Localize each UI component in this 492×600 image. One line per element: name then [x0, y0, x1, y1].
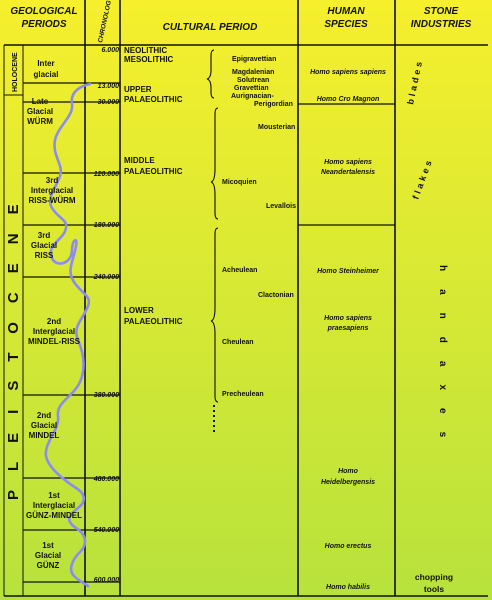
geo-period-6-line-2: Glacial — [31, 421, 57, 430]
cultural-period-label: PALAEOLITHIC — [124, 95, 183, 104]
species-label: Homo sapiens sapiens — [310, 69, 386, 76]
chronology-value: 480.000 — [93, 476, 119, 483]
geo-period-2-line-1: Late — [32, 97, 49, 106]
epoch-holocene: HOLOCENE — [12, 52, 19, 92]
chronology-value: 240.000 — [93, 274, 119, 281]
stone-industry-tools: tools — [424, 584, 445, 594]
header-cultural: CULTURAL PERIOD — [163, 22, 258, 33]
chronology-values: 6.000 13.000 30.000 120.000 180.000 240.… — [93, 47, 119, 584]
industry-label: Acheulean — [222, 267, 257, 274]
chronology-value: 6.000 — [101, 47, 119, 54]
geo-period-5-line-2: Interglacial — [33, 327, 75, 336]
cultural-period-label: NEOLITHIC — [124, 46, 167, 55]
stone-industry-blades: blades — [405, 58, 424, 106]
brace-upper — [206, 49, 215, 99]
geo-period-6-line-1: 2nd — [37, 411, 51, 420]
cultural-periods: NEOLITHIC MESOLITHIC UPPER PALAEOLITHIC … — [124, 46, 183, 326]
geo-period-3-line-3: RISS-WÜRM — [28, 196, 75, 205]
geo-period-4-line-3: RISS — [35, 251, 54, 260]
header-human-1: HUMAN — [327, 6, 365, 17]
species-label: Homo habilis — [326, 584, 370, 591]
brace-lower — [210, 227, 219, 403]
column-rules — [3, 0, 488, 597]
geo-period-2-line-3: WÜRM — [27, 117, 53, 126]
header-stone-2: INDUSTRIES — [411, 19, 472, 30]
header-geological-1: GEOLOGICAL — [10, 6, 77, 17]
industry-label: Epigravettian — [232, 56, 276, 63]
lithic-industries: Epigravettian Magdalenian Solutrean Grav… — [222, 56, 296, 398]
header-stone-1: STONE — [424, 6, 459, 17]
header-human-2: SPECIES — [324, 19, 368, 30]
chronology-value: 30.000 — [98, 99, 120, 106]
geo-period-1-line-2: glacial — [34, 70, 59, 79]
human-species: Homo sapiens sapiens Homo Cro Magnon Hom… — [310, 69, 386, 591]
cultural-period-label: MESOLITHIC — [124, 55, 174, 64]
geological-periods: Inter glacial Late Glacial WÜRM 3rd Inte… — [26, 59, 82, 570]
geo-period-7-line-1: 1st — [48, 491, 60, 500]
geo-period-7-line-3: GÜNZ-MINDEL — [26, 511, 82, 520]
industry-label: Perigordian — [254, 101, 293, 108]
geo-period-8-line-2: Glacial — [35, 551, 61, 560]
epoch-pleistocene: PLEISTOCENE — [5, 185, 22, 500]
climate-curve — [44, 82, 92, 588]
industry-label: Aurignacian- — [231, 93, 274, 100]
species-label: Homo sapiens — [324, 159, 372, 166]
cultural-period-label: LOWER — [124, 306, 154, 315]
industry-label: Micoquien — [222, 179, 257, 186]
industry-label: Cheulean — [222, 339, 254, 346]
stone-industry-chopping: chopping — [415, 572, 453, 582]
industry-label: Solutrean — [237, 77, 269, 84]
chronology-value: 540.000 — [94, 527, 119, 534]
industry-label: Precheulean — [222, 391, 264, 398]
brace-middle — [210, 107, 219, 220]
species-label: Homo — [338, 468, 359, 475]
chronology-value: 120.000 — [94, 171, 119, 178]
geo-period-1-line-1: Inter — [37, 59, 54, 68]
geo-period-4-line-2: Glacial — [31, 241, 57, 250]
geo-period-3-line-2: Interglacial — [31, 186, 73, 195]
species-label: Homo Steinheimer — [317, 268, 380, 275]
header-geological-2: PERIODS — [21, 19, 66, 30]
cultural-period-label: MIDDLE — [124, 156, 155, 165]
industry-label: Clactonian — [258, 292, 294, 299]
cultural-period-label: PALAEOLITHIC — [124, 167, 183, 176]
geo-period-4-line-1: 3rd — [38, 231, 51, 240]
header-chronology: CHRONOLOGY — [97, 0, 114, 43]
industry-label: Levallois — [266, 203, 296, 210]
geo-period-3-line-1: 3rd — [46, 176, 59, 185]
geo-period-8-line-1: 1st — [42, 541, 54, 550]
header-row: GEOLOGICAL PERIODS CHRONOLOGY CULTURAL P… — [10, 0, 471, 43]
chronology-value: 380.000 — [94, 392, 119, 399]
stone-industries: blades flakes handaxes chopping tools — [405, 58, 453, 594]
geo-period-2-line-2: Glacial — [27, 107, 53, 116]
industry-label: Mousterian — [258, 124, 295, 131]
chronology-value: 600.000 — [94, 577, 119, 584]
species-label: praesapiens — [327, 325, 369, 332]
cultural-period-label: UPPER — [124, 85, 152, 94]
species-label: Neandertalensis — [321, 169, 375, 176]
geo-period-5-line-3: MINDEL-RISS — [28, 337, 81, 346]
geo-period-8-line-3: GÜNZ — [37, 561, 60, 570]
species-label: Heidelbergensis — [321, 479, 375, 486]
cultural-period-label: PALAEOLITHIC — [124, 317, 183, 326]
stone-industry-flakes: flakes — [410, 156, 434, 200]
chronology-value: 13.000 — [98, 83, 120, 90]
industry-label: Magdalenian — [232, 69, 274, 76]
species-label: Homo sapiens — [324, 315, 372, 322]
stone-industry-handaxes: handaxes — [437, 265, 448, 455]
cultural-braces — [206, 49, 219, 432]
geo-period-5-line-1: 2nd — [47, 317, 61, 326]
geo-period-7-line-2: Interglacial — [33, 501, 75, 510]
species-label: Homo Cro Magnon — [317, 96, 380, 103]
species-label: Homo erectus — [325, 543, 372, 550]
geo-period-6-line-3: MINDEL — [29, 431, 60, 440]
industry-label: Gravettian — [234, 85, 269, 92]
chronology-value: 180.000 — [94, 222, 119, 229]
